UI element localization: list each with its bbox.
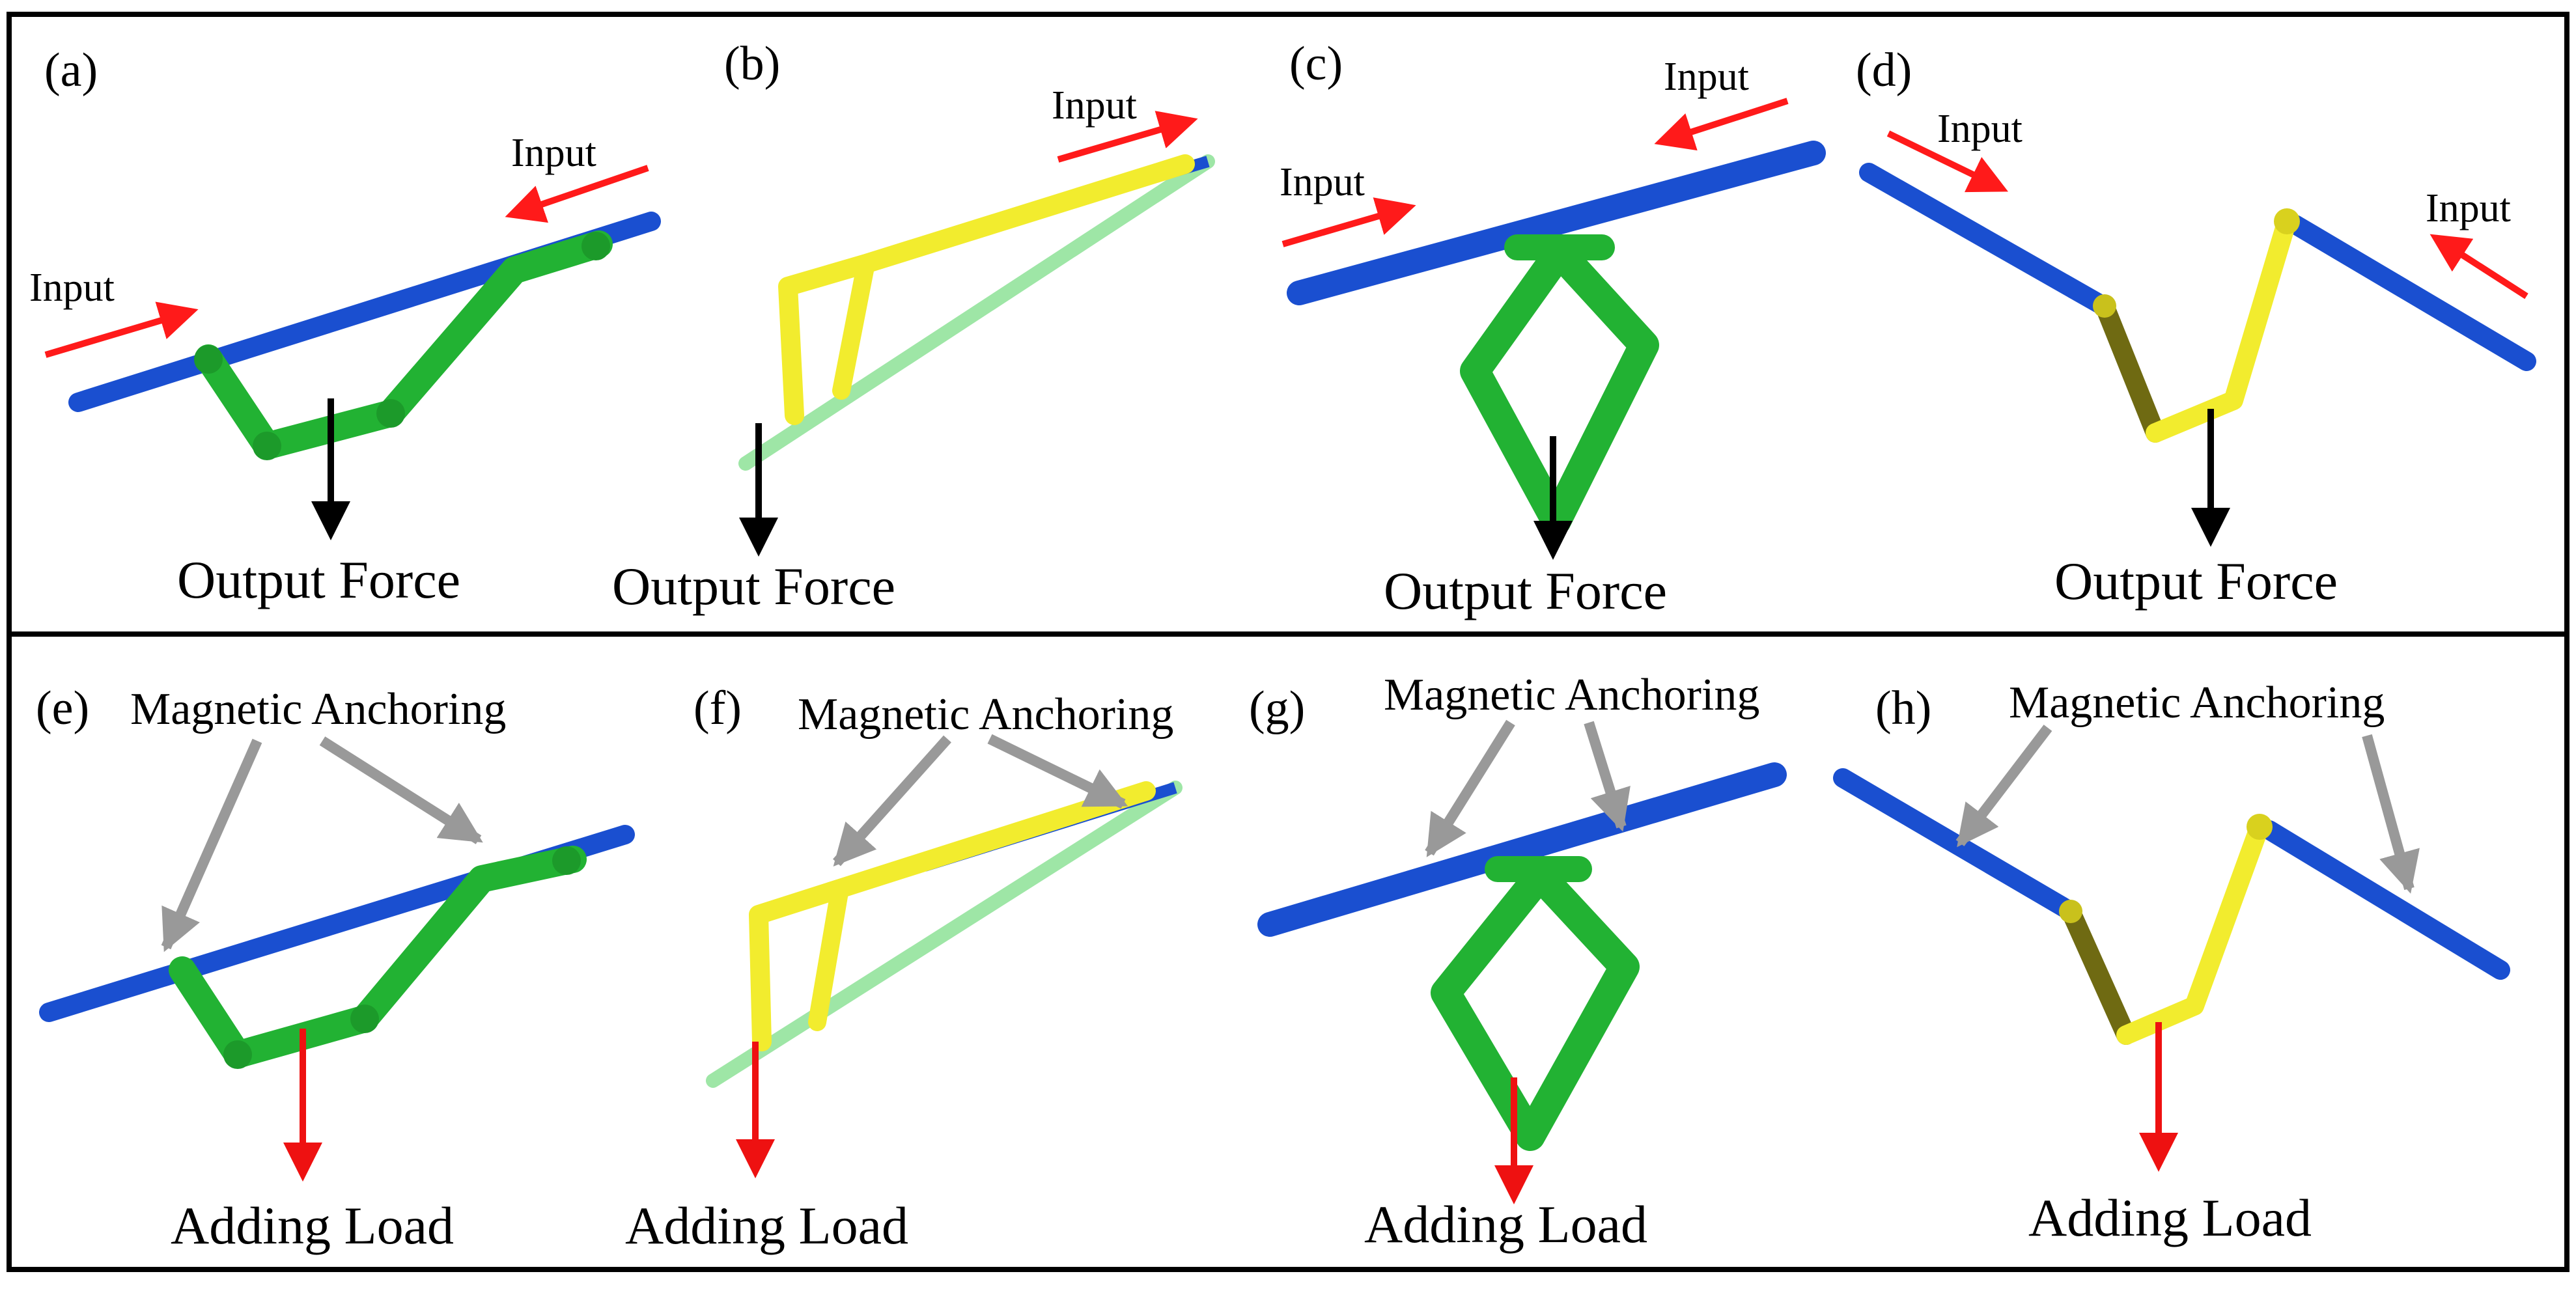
anchor-label-h: Magnetic Anchoring [2009,678,2385,728]
input-label-d1: Input [1937,107,2023,151]
panel-c: (c) Input Input Output Force [1280,37,1826,620]
anchor-arrow-h2 [2362,734,2420,894]
input-label-c2: Input [1664,55,1749,99]
input-label-b: Input [1052,83,1137,128]
input-arrow-c1 [1281,197,1416,247]
load-label-e: Adding Load [171,1196,454,1255]
anchor-arrow-f1 [833,735,951,866]
rail-d-right [2286,215,2536,371]
rail-g [1257,762,1787,937]
input-arrow-a2 [505,165,649,223]
input-label-a1: Input [29,266,115,310]
panel-f-label: (f) [693,682,742,735]
input-label-c1: Input [1280,160,1365,204]
output-label-d: Output Force [2054,551,2338,611]
panel-h: (h) Magnetic Anchoring Adding Load [1833,678,2510,1247]
input-arrow-a1 [44,301,199,358]
rail-d-left [1859,163,2113,316]
joint-h1 [2059,900,2082,923]
joint-a4 [581,232,610,260]
bottom-panel-frame [7,631,2569,1272]
panel-c-label: (c) [1289,37,1343,90]
anchor-arrow-g1 [1425,719,1515,857]
joint-d1 [2093,294,2116,318]
anchor-arrow-e1 [161,738,262,952]
input-arrow-d2 [2429,234,2528,299]
panel-h-label: (h) [1875,682,1931,735]
output-label-a: Output Force [177,550,460,609]
yellow-linkage-d [2146,212,2297,443]
rail-b [738,154,1215,471]
anchor-arrow-g2 [1584,721,1631,832]
top-panel-frame [7,12,2569,637]
rail-h-right [2260,820,2510,980]
yellow-linkage-d-dark [2095,296,2165,443]
joint-a2 [253,432,281,460]
panel-d-label: (d) [1856,44,1912,97]
input-label-d2: Input [2426,186,2511,230]
anchor-label-g: Magnetic Anchoring [1384,670,1759,720]
panel-f: (f) Magnetic Anchoring Adding Load [625,682,1183,1255]
rail-f [706,781,1183,1088]
panel-b-label: (b) [724,37,780,90]
panel-a-label: (a) [44,44,98,97]
anchor-label-f: Magnetic Anchoring [798,689,1173,740]
input-arrow-d1 [1886,130,2008,193]
joint-e3 [552,846,581,875]
anchor-label-e: Magnetic Anchoring [130,684,506,734]
panel-g-label: (g) [1249,682,1305,735]
yellow-strut-b [832,255,875,400]
input-arrow-c2 [1654,98,1789,151]
panel-g: (g) Magnetic Anchoring Adding Load [1249,670,1787,1254]
load-label-h: Adding Load [2028,1188,2312,1247]
load-label-g: Adding Load [1364,1195,1647,1254]
anchor-arrow-e2 [319,736,483,844]
joint-e2 [350,1005,379,1033]
panel-e-label: (e) [36,682,89,735]
input-label-a2: Input [511,131,596,175]
panel-a: (a) Input Input Output Force [29,44,661,609]
joint-a1 [194,345,223,374]
yellow-linkage-h [2116,817,2269,1045]
panel-d: (d) Input Input Output Force [1856,44,2536,611]
yellow-linkage-b [778,154,1195,425]
output-label-c: Output Force [1384,561,1667,620]
rail-h-left [1833,768,2080,921]
input-arrow-b [1057,111,1198,163]
anchor-arrow-f2 [987,734,1128,809]
joint-a3 [376,399,405,428]
anchor-arrow-h1 [1955,725,2052,848]
panel-e: (e) Magnetic Anchoring Adding Load [36,682,635,1255]
panel-b: (b) Input Output Force [612,37,1215,616]
output-label-b: Output Force [612,557,895,616]
yellow-linkage-f [749,781,1156,1051]
yellow-strut-f [808,880,849,1031]
green-rhombus-c [1460,238,1659,536]
joint-h2 [2247,814,2273,840]
load-label-f: Adding Load [625,1196,908,1255]
joint-e1 [223,1040,252,1069]
yellow-linkage-h-dark [2061,902,2136,1045]
rail-c [1287,141,1826,305]
green-rhombus-g [1431,861,1640,1151]
joint-d2 [2274,208,2300,234]
